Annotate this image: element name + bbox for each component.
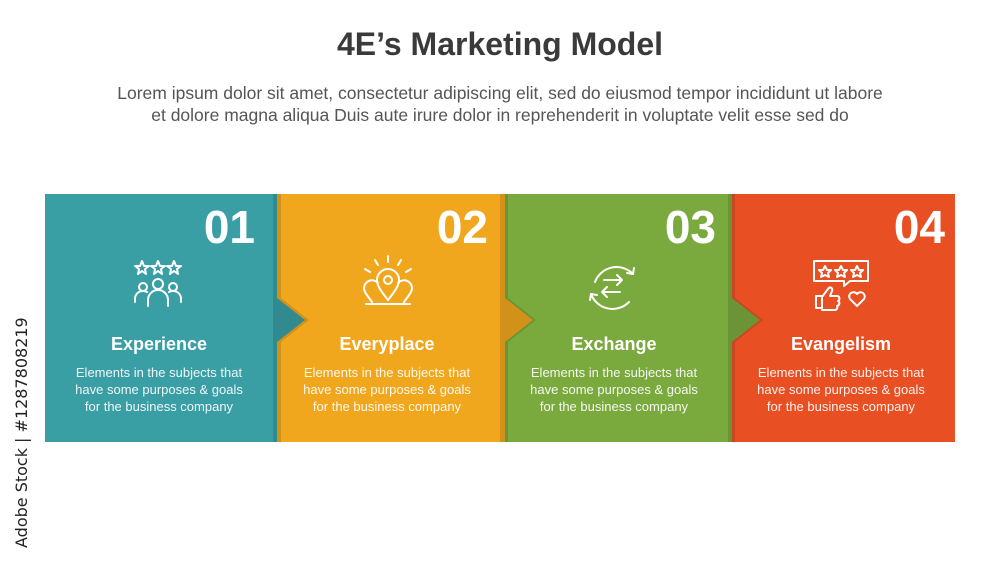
exchange-arrows-icon: [589, 266, 635, 310]
page-title: 4E’s Marketing Model: [337, 26, 663, 62]
step-3-desc: Elements in the subjects that have some …: [500, 364, 728, 415]
step-2-number: 02: [436, 201, 488, 253]
step-1-desc: Elements in the subjects that have some …: [45, 364, 273, 415]
step-3-shadow: [728, 194, 763, 442]
step-3-panel: [500, 194, 760, 442]
location-pins-icon: [363, 255, 413, 305]
step-4-desc-line-1: Elements in the subjects that: [757, 365, 925, 380]
subtitle-line-2: et dolore magna aliqua Duis aute irure d…: [151, 105, 849, 125]
step-1-text: Experience Elements in the subjects that…: [45, 334, 273, 415]
step-3-desc-line-3: for the business company: [539, 399, 689, 414]
review-thumbs-up-icon: [813, 260, 869, 311]
step-3-label: Exchange: [571, 334, 657, 354]
step-4-desc-line-3: for the business company: [766, 399, 916, 414]
step-4-panel: [728, 194, 955, 442]
step-3-text: Exchange Elements in the subjects that h…: [500, 334, 728, 415]
step-1-desc-line-2: have some purposes & goals: [75, 382, 243, 397]
step-1-label: Experience: [110, 334, 208, 354]
step-2-panel: [273, 194, 533, 442]
page-subtitle: Lorem ipsum dolor sit amet, consectetur …: [40, 82, 960, 126]
step-1-desc-line-1: Elements in the subjects that: [75, 365, 243, 380]
step-3-number: 03: [664, 201, 716, 253]
step-2-desc-line-1: Elements in the subjects that: [303, 365, 471, 380]
step-3-desc-line-1: Elements in the subjects that: [530, 365, 698, 380]
step-4-text: Evangelism Elements in the subjects that…: [727, 334, 955, 415]
step-1-number: 01: [203, 201, 255, 253]
step-2-shadow: [500, 194, 536, 442]
people-stars-icon: [134, 260, 182, 307]
step-4-number: 04: [893, 201, 945, 253]
step-2-label: Everyplace: [339, 334, 435, 354]
subtitle-line-1: Lorem ipsum dolor sit amet, consectetur …: [117, 83, 883, 103]
step-4-desc-line-2: have some purposes & goals: [757, 382, 925, 397]
step-3-desc-line-2: have some purposes & goals: [530, 382, 698, 397]
step-1-desc-line-3: for the business company: [84, 399, 234, 414]
step-2-desc-line-3: for the business company: [312, 399, 462, 414]
step-2-desc-line-2: have some purposes & goals: [303, 382, 471, 397]
step-2-text: Everyplace Elements in the subjects that…: [273, 334, 501, 415]
step-2-desc: Elements in the subjects that have some …: [273, 364, 501, 415]
stock-watermark: Adobe Stock | #1287808219: [12, 317, 31, 548]
step-1-panel: [45, 194, 305, 442]
step-4-label: Evangelism: [790, 334, 892, 354]
step-4-desc: Elements in the subjects that have some …: [727, 364, 955, 415]
step-1-shadow: [273, 194, 309, 442]
